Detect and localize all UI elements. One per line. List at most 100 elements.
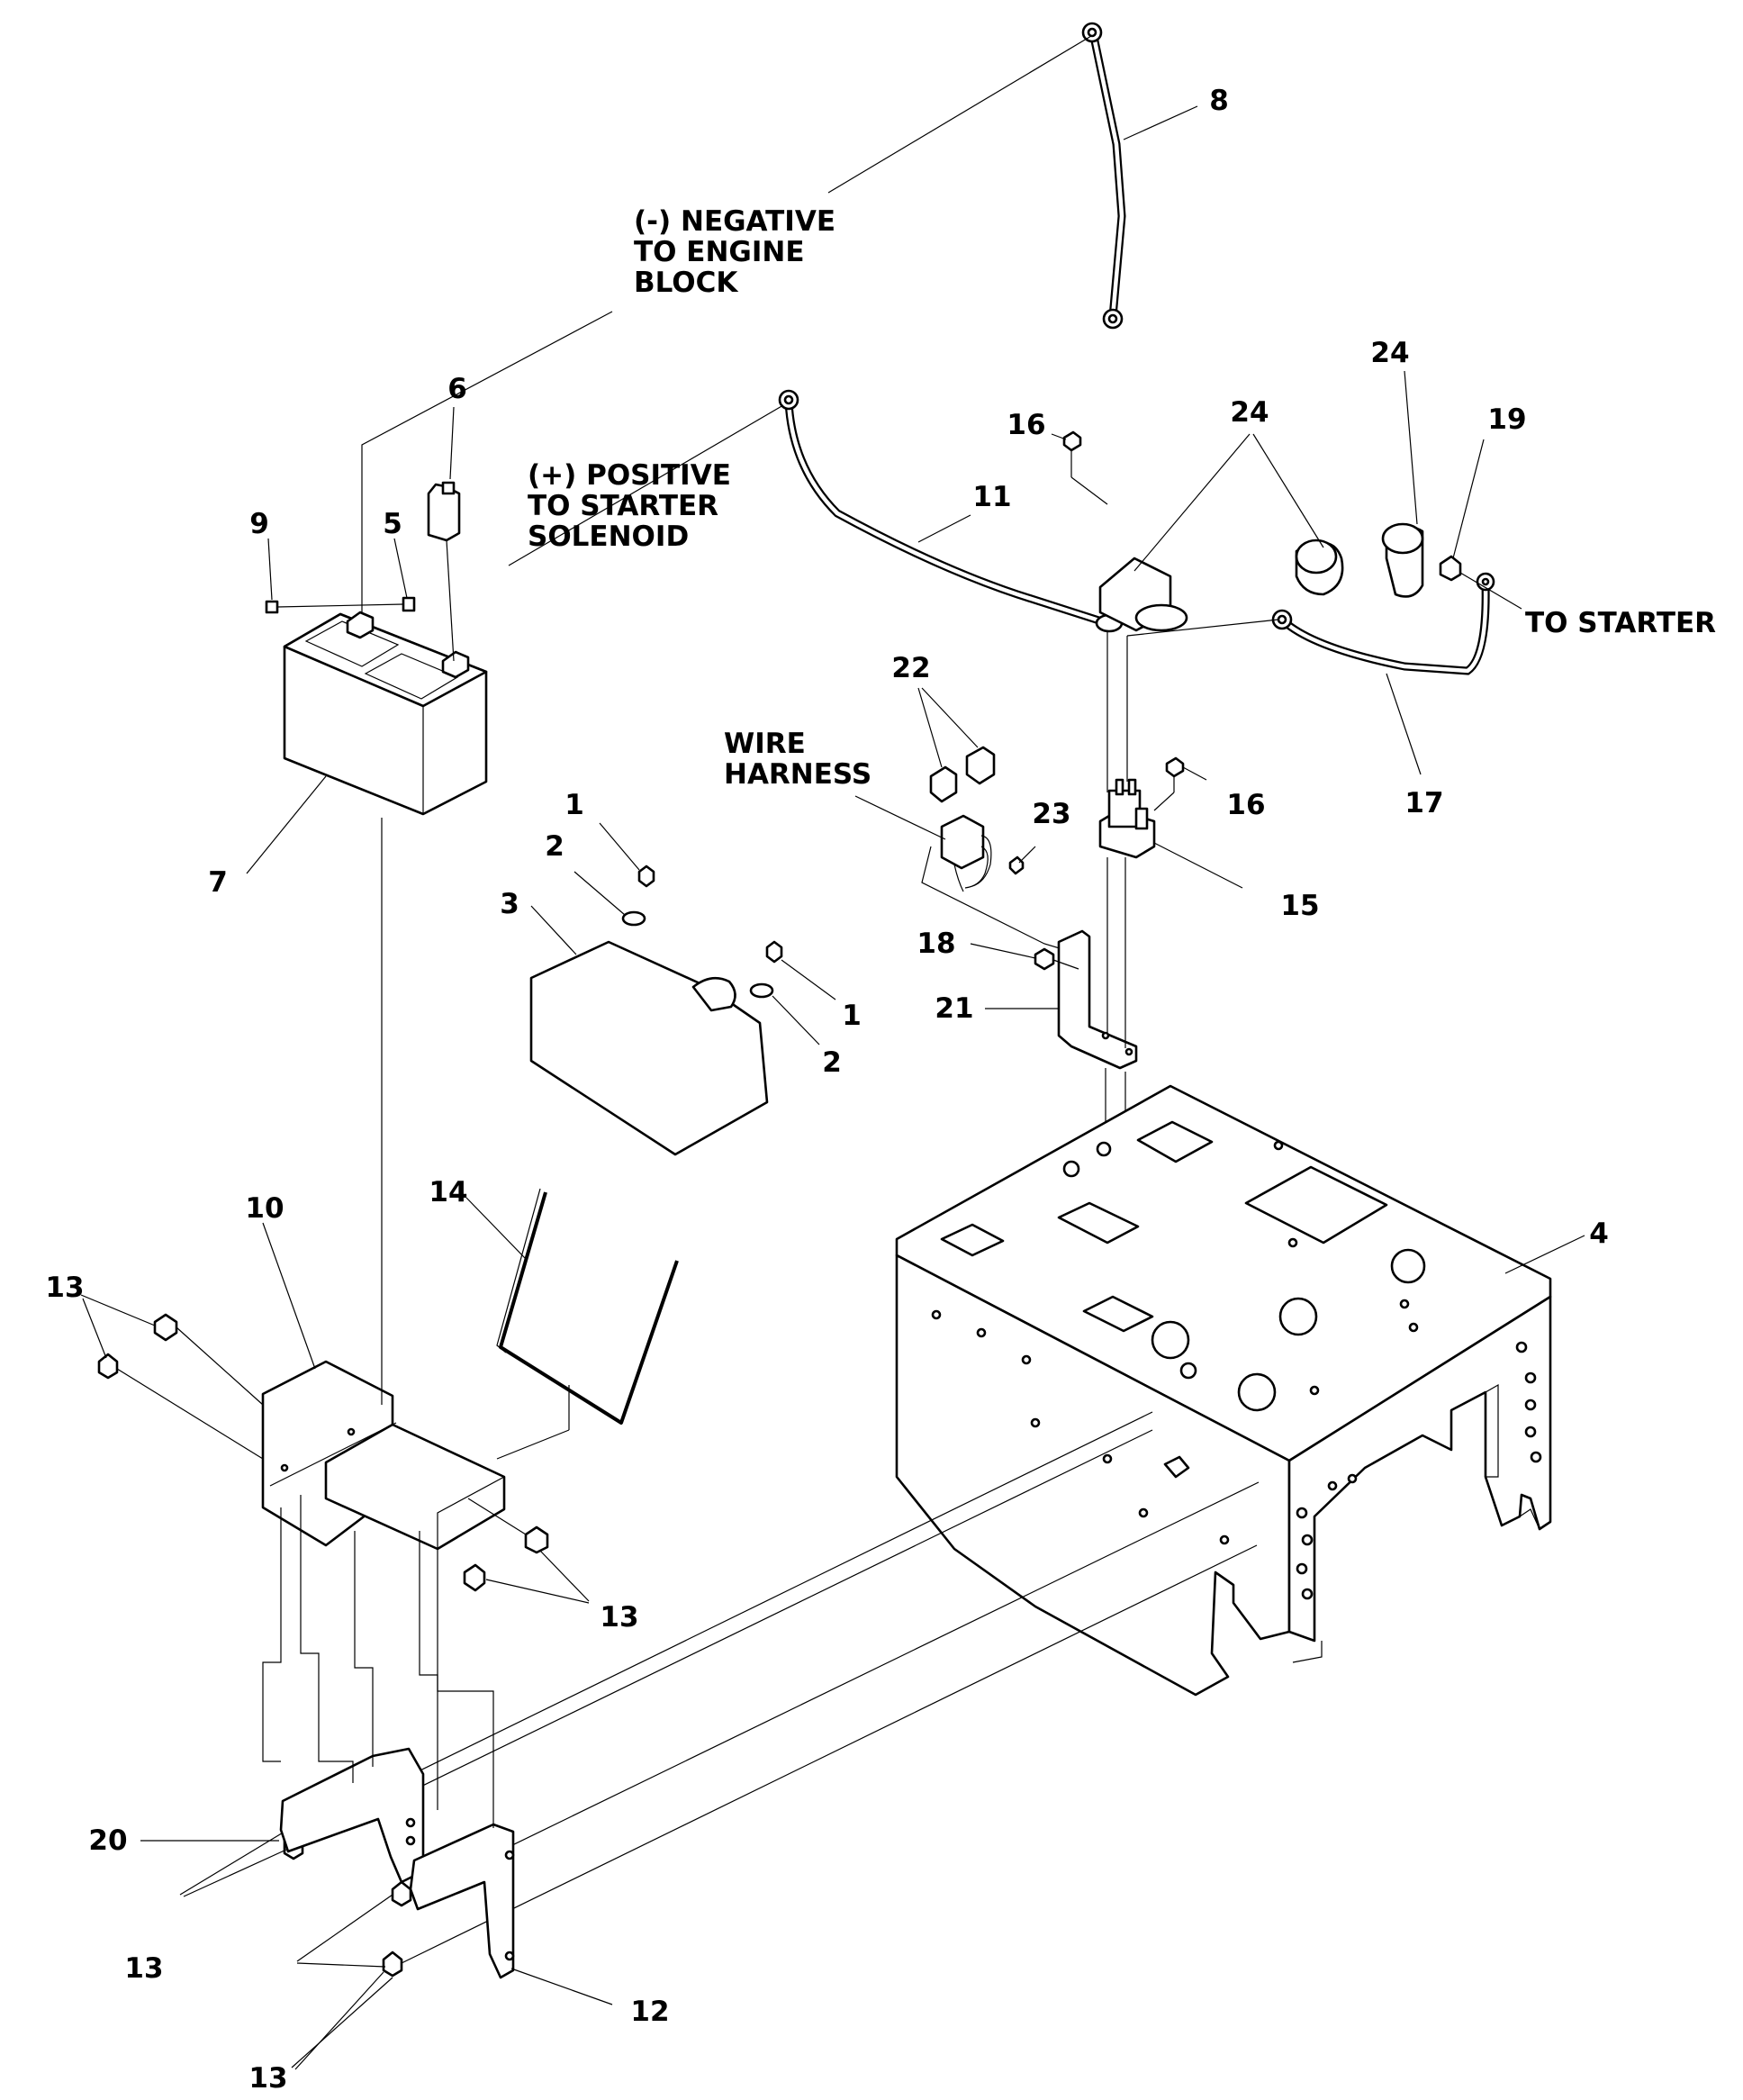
part-number-19: 19 — [1487, 403, 1526, 436]
leader-13-c1 — [179, 1831, 285, 1896]
leader-13-d1 — [296, 1894, 393, 1962]
ax-sol-3 — [1126, 619, 1279, 637]
battery — [283, 611, 488, 816]
leader-17 — [1386, 673, 1422, 775]
leader-13-a1 — [80, 1294, 156, 1326]
screw-23 — [1008, 855, 1025, 875]
leader-2a — [573, 871, 626, 916]
starter-cable — [1271, 572, 1495, 675]
leader-13-d2 — [296, 1962, 386, 1968]
callout-positive-line1: (+) POSITIVE — [528, 459, 731, 492]
solenoid-bracket — [1057, 929, 1138, 1070]
part-number-4: 4 — [1589, 1217, 1609, 1250]
bolt-16 — [1051, 430, 1207, 811]
part-number-23: 23 — [1032, 798, 1070, 830]
nut-19 — [1439, 555, 1462, 582]
leader-19 — [1452, 439, 1485, 559]
leader-23 — [1018, 846, 1036, 864]
relays — [929, 746, 996, 803]
part-number-14: 14 — [429, 1176, 467, 1208]
cover-fasteners — [621, 864, 783, 999]
route-b — [300, 1495, 354, 1783]
bracket-12 — [409, 1823, 515, 1979]
nut-18 — [1034, 947, 1055, 971]
bracket-20 — [279, 1747, 425, 1884]
part-number-20: 20 — [88, 1824, 127, 1857]
leader-18 — [970, 943, 1036, 959]
ax-13-a — [176, 1326, 264, 1406]
callout-negative-line2: TO ENGINE — [634, 236, 805, 268]
part-number-15: 15 — [1280, 890, 1319, 922]
terminal-bolt — [265, 596, 416, 614]
leader-13-b1 — [539, 1550, 590, 1602]
part-number-7: 7 — [208, 866, 228, 899]
route-e — [437, 1549, 494, 1828]
part-number-18: 18 — [917, 928, 955, 960]
route-d — [419, 1531, 438, 1810]
leader-24-b — [1404, 370, 1418, 525]
route-c — [354, 1531, 374, 1767]
leader-to-starter — [1459, 572, 1522, 610]
callout-positive-line3: SOLENOID — [528, 520, 689, 553]
leader-10 — [262, 1222, 316, 1370]
leader-24-a1 — [1133, 433, 1251, 572]
ax-13-g — [401, 1544, 1258, 1964]
callout-negative-line3: BLOCK — [634, 267, 738, 299]
leader-13-c2 — [183, 1849, 287, 1897]
part-number-13-c: 13 — [124, 1952, 163, 1985]
ax-13-b — [116, 1368, 264, 1460]
ax-13-c — [467, 1498, 527, 1535]
leader-1b — [781, 959, 836, 1000]
negative-battery-cable — [1081, 22, 1126, 330]
callout-negative-line1: (-) NEGATIVE — [634, 205, 835, 238]
ax-13-d — [302, 1411, 1153, 1829]
part-number-12: 12 — [630, 1996, 669, 2028]
positive-terminal-cover — [427, 481, 461, 542]
callout-positive-line2: TO STARTER — [528, 490, 718, 522]
leader-11 — [917, 514, 971, 543]
battery-tray — [261, 1360, 506, 1551]
leader-24-a2 — [1252, 433, 1324, 548]
battery-hold-down-rod — [496, 1188, 679, 1425]
leader-13-a2 — [82, 1298, 107, 1359]
part-number-17: 17 — [1404, 787, 1443, 819]
part-number-13-a: 13 — [45, 1272, 84, 1304]
starter-solenoid — [1098, 778, 1156, 859]
leader-5 — [393, 538, 408, 599]
ax-13-e — [302, 1429, 1153, 1845]
battery-cover — [529, 940, 769, 1156]
leader-6 — [449, 406, 455, 480]
part-number-10: 10 — [245, 1192, 284, 1225]
part-number-1-b: 1 — [842, 1000, 862, 1032]
leader-1a — [599, 822, 640, 871]
part-number-16-b: 16 — [1226, 789, 1265, 821]
part-number-22: 22 — [891, 652, 930, 684]
leader-12 — [510, 1968, 613, 2005]
route-a — [262, 1507, 282, 1762]
leader-4 — [1504, 1235, 1585, 1274]
leader-22-b — [921, 687, 979, 748]
ax-13-f — [410, 1481, 1260, 1896]
part-number-24-b: 24 — [1370, 337, 1409, 369]
part-number-13-b: 13 — [600, 1601, 638, 1634]
leader-13-d4 — [294, 1971, 384, 2070]
positive-battery-cable — [778, 389, 1124, 633]
part-number-2-a: 2 — [545, 830, 564, 863]
ax-14-b — [496, 1429, 570, 1460]
part-number-2-b: 2 — [822, 1046, 842, 1079]
leader-8 — [1123, 105, 1198, 140]
leader-13-d3 — [291, 1977, 393, 2068]
part-number-3: 3 — [500, 888, 519, 920]
leader-14 — [465, 1197, 527, 1260]
callout-to-starter: TO STARTER — [1525, 607, 1716, 639]
part-number-1-a: 1 — [564, 789, 584, 821]
part-number-8: 8 — [1209, 85, 1229, 117]
leader-13-b2 — [485, 1579, 590, 1604]
part-number-6: 6 — [447, 373, 467, 405]
part-number-21: 21 — [935, 992, 973, 1025]
leader-positive-cable — [508, 404, 784, 566]
part-number-11: 11 — [972, 481, 1011, 513]
part-number-13-d: 13 — [248, 2062, 287, 2095]
callout-wire-harness-line1: WIRE — [724, 728, 806, 760]
leader-7 — [246, 775, 327, 874]
